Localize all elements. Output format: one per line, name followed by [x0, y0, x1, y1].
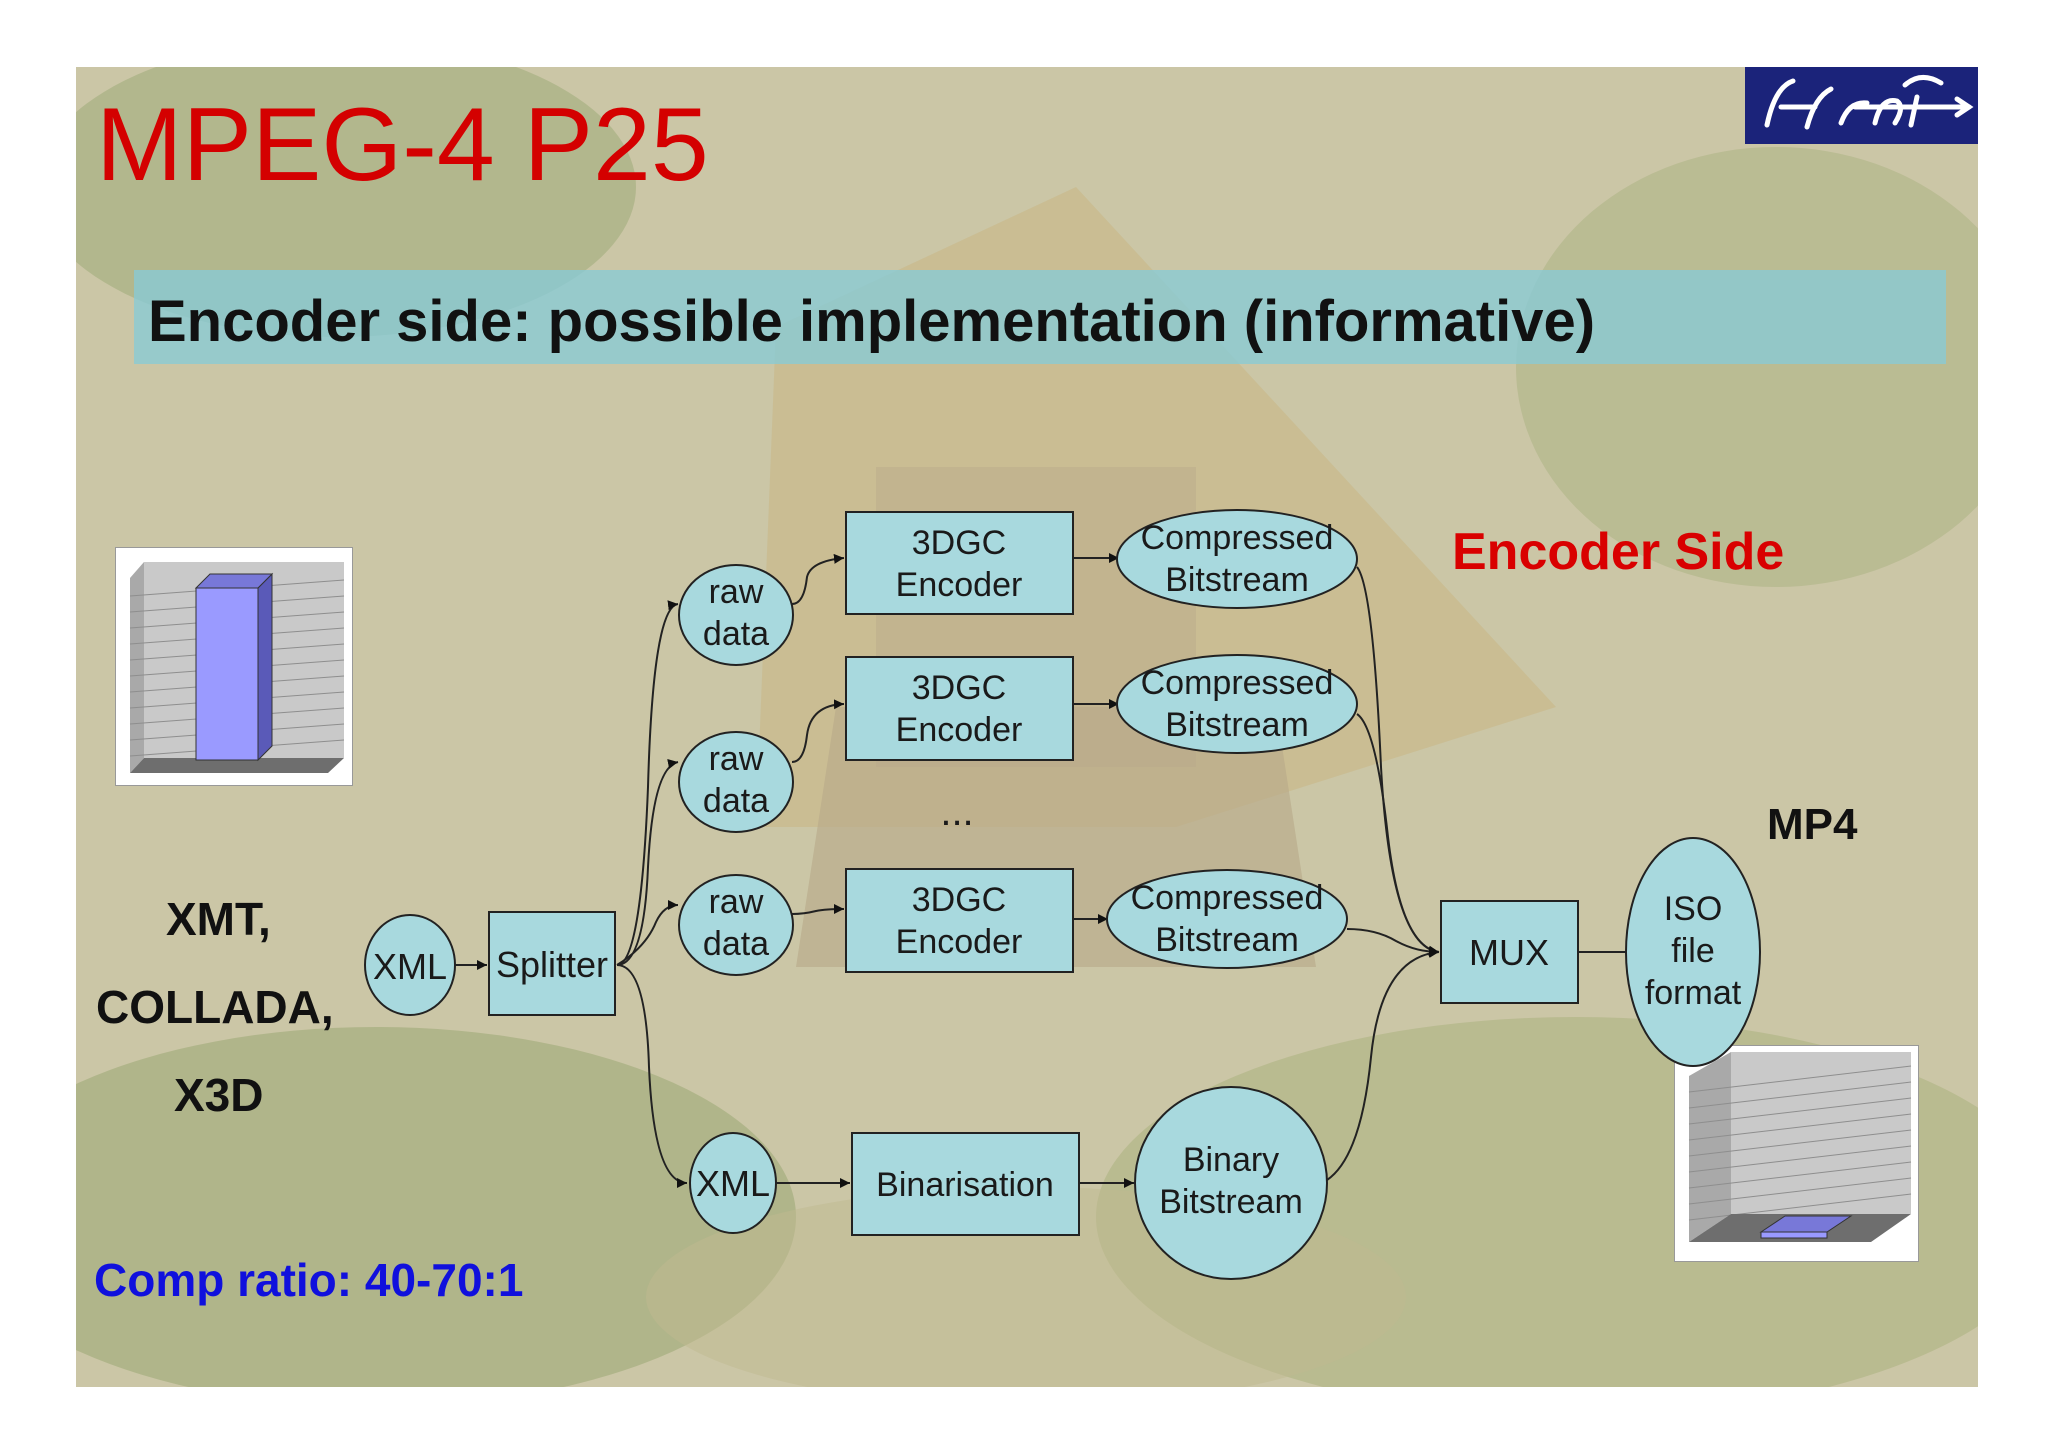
edge-splitter-raw1: [616, 600, 679, 966]
raw-data-line1: raw: [709, 883, 764, 921]
subtitle-text: Encoder side: possible implementation (i…: [148, 289, 1596, 354]
node-raw-data-3: raw data: [678, 874, 794, 976]
node-binary-bitstream: Binary Bitstream: [1134, 1086, 1328, 1280]
compressed-line2: Bitstream: [1155, 921, 1299, 959]
raw-data-line2: data: [703, 925, 769, 963]
node-3dgc-encoder-1: 3DGC Encoder: [845, 511, 1074, 615]
encoder-line1: 3DGC: [912, 881, 1006, 919]
binary-line2: Bitstream: [1159, 1183, 1303, 1221]
iso-line1: ISO: [1664, 890, 1723, 928]
node-mux-label: MUX: [1469, 932, 1549, 973]
artemis-logo: [1745, 67, 1978, 144]
node-xml-branch-label: XML: [696, 1163, 770, 1204]
compressed-line2: Bitstream: [1165, 561, 1309, 599]
node-splitter: Splitter: [488, 911, 616, 1016]
node-xml-input: XML: [364, 914, 456, 1016]
node-splitter-label: Splitter: [496, 944, 608, 985]
edge-binary-mux: [1326, 947, 1440, 1181]
node-xml-input-label: XML: [373, 946, 447, 987]
edge-comp2-mux: [1356, 713, 1440, 956]
edge-comp3-mux: [1346, 928, 1440, 957]
compressed-line2: Bitstream: [1165, 706, 1309, 744]
bar-chart-icon: [1688, 1052, 1912, 1242]
ellipsis-label: ...: [940, 790, 973, 834]
bar-chart-thumbnail-short: [1674, 1045, 1919, 1262]
compressed-line1: Compressed: [1131, 879, 1324, 917]
compressed-line1: Compressed: [1141, 664, 1334, 702]
edge-raw1-enc1: [791, 553, 845, 605]
encoder-line2: Encoder: [896, 711, 1023, 749]
connectors: [455, 553, 1636, 1188]
format-xmt: XMT,: [166, 893, 271, 945]
raw-data-line1: raw: [709, 573, 764, 611]
raw-data-line2: data: [703, 615, 769, 653]
node-3dgc-encoder-3: 3DGC Encoder: [845, 868, 1074, 973]
edge-raw3-enc3: [791, 904, 845, 915]
raw-data-line2: data: [703, 782, 769, 820]
slide: MPEG-4 P25 Encoder side: possible implem…: [76, 67, 1978, 1387]
bar-chart-thumbnail-tall: [115, 547, 353, 786]
encoder-side-label: Encoder Side: [1452, 523, 1785, 581]
node-xml-branch: XML: [689, 1132, 777, 1234]
node-3dgc-encoder-2: 3DGC Encoder: [845, 656, 1074, 761]
encoder-flow-diagram: XML Splitter raw data raw data raw data …: [364, 509, 1761, 1280]
node-iso-file-format: ISO file format: [1625, 837, 1761, 1067]
subtitle-banner: Encoder side: possible implementation (i…: [134, 270, 1946, 364]
artemis-logo-icon: [1764, 75, 1974, 130]
iso-line3: format: [1645, 974, 1742, 1012]
binary-line1: Binary: [1183, 1141, 1279, 1179]
node-mux: MUX: [1440, 900, 1579, 1004]
raw-data-line1: raw: [709, 740, 764, 778]
edge-splitter-raw3: [616, 900, 679, 966]
node-binarisation-label: Binarisation: [876, 1166, 1054, 1204]
node-compressed-bitstream-1: Compressed Bitstream: [1116, 509, 1358, 609]
node-binarisation: Binarisation: [851, 1132, 1080, 1236]
encoder-line2: Encoder: [896, 566, 1023, 604]
format-x3d: X3D: [174, 1069, 264, 1121]
encoder-line1: 3DGC: [912, 524, 1006, 562]
encoder-line1: 3DGC: [912, 669, 1006, 707]
edge-raw2-enc2: [791, 699, 845, 763]
mp4-label: MP4: [1767, 800, 1858, 849]
bar-chart-icon: [129, 562, 345, 773]
node-raw-data-1: raw data: [678, 564, 794, 666]
format-collada: COLLADA,: [96, 981, 334, 1033]
encoder-line2: Encoder: [896, 923, 1023, 961]
node-compressed-bitstream-3: Compressed Bitstream: [1106, 869, 1348, 969]
compressed-line1: Compressed: [1141, 519, 1334, 557]
edge-splitter-xml2: [616, 964, 688, 1188]
iso-line2: file: [1671, 932, 1714, 970]
comp-ratio-label: Comp ratio: 40-70:1: [94, 1254, 524, 1306]
node-raw-data-2: raw data: [678, 731, 794, 833]
node-compressed-bitstream-2: Compressed Bitstream: [1116, 654, 1358, 754]
slide-title: MPEG-4 P25: [96, 87, 709, 203]
